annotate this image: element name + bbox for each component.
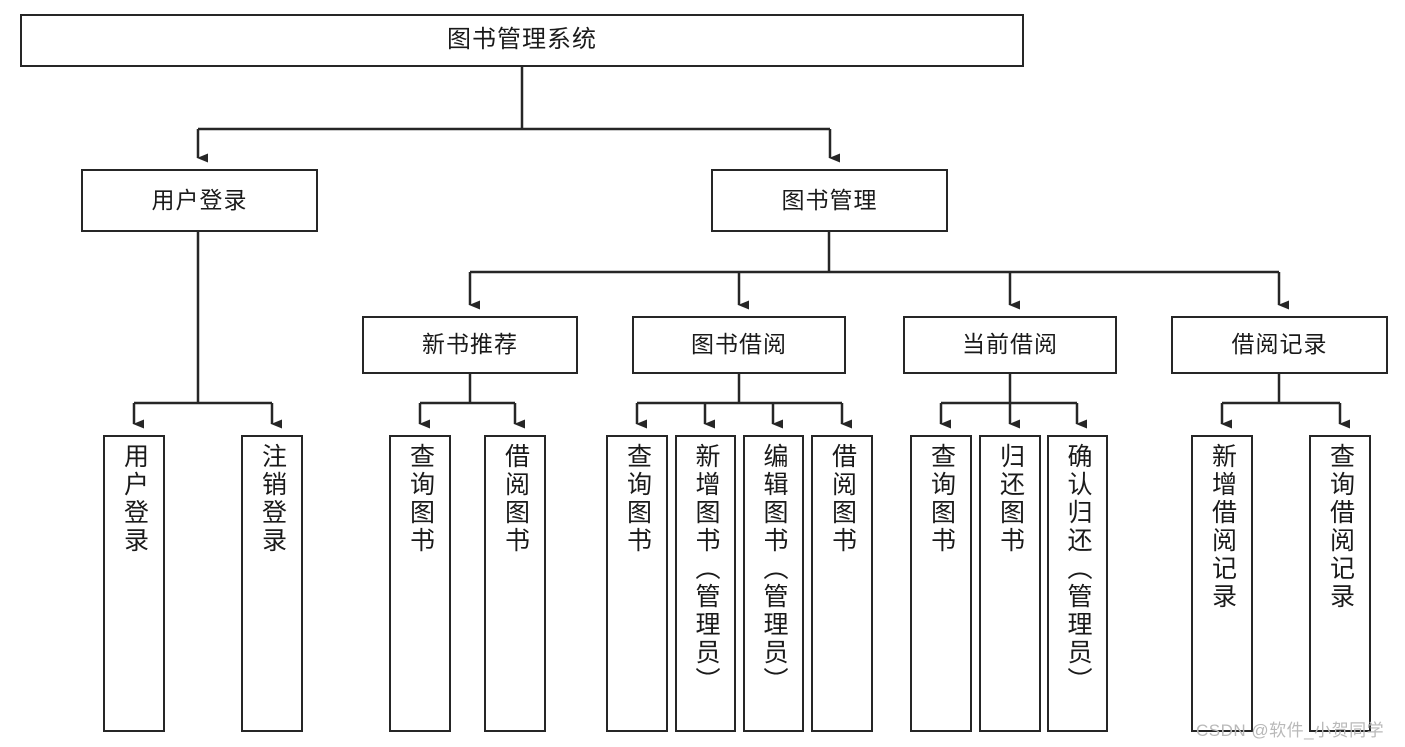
- leaf-borrow-book-1[interactable]: 借阅图书: [484, 435, 546, 732]
- leaf-query-book-3[interactable]: 查询图书: [910, 435, 972, 732]
- node-user-login-label: 用户登录: [151, 186, 248, 213]
- leaf-user-login-label: 用户登录: [120, 443, 149, 555]
- leaf-borrow-book-2[interactable]: 借阅图书: [811, 435, 873, 732]
- leaf-add-record-label: 新增借阅记录: [1208, 443, 1237, 611]
- leaf-query-record[interactable]: 查询借阅记录: [1309, 435, 1371, 732]
- node-borrow-record[interactable]: 借阅记录: [1171, 316, 1388, 374]
- leaf-add-record[interactable]: 新增借阅记录: [1191, 435, 1253, 732]
- node-current-borrow[interactable]: 当前借阅: [903, 316, 1117, 374]
- leaf-return-book[interactable]: 归还图书: [979, 435, 1041, 732]
- leaf-borrow-book-2-label: 借阅图书: [828, 443, 857, 555]
- node-new-book-rec-label: 新书推荐: [422, 331, 518, 358]
- leaf-query-record-label: 查询借阅记录: [1326, 443, 1355, 611]
- leaf-user-logout-label: 注销登录: [258, 443, 287, 555]
- node-current-borrow-label: 当前借阅: [962, 331, 1058, 358]
- node-root-label: 图书管理系统: [447, 26, 597, 54]
- node-new-book-rec[interactable]: 新书推荐: [362, 316, 578, 374]
- leaf-user-logout[interactable]: 注销登录: [241, 435, 303, 732]
- node-borrow-record-label: 借阅记录: [1231, 331, 1328, 358]
- leaf-return-book-label: 归还图书: [996, 443, 1025, 555]
- leaf-confirm-return-label: 确认归还（管理员）: [1064, 443, 1092, 695]
- leaf-query-book-3-label: 查询图书: [927, 443, 956, 555]
- node-book-borrow-label: 图书借阅: [691, 331, 787, 358]
- leaf-edit-book[interactable]: 编辑图书（管理员）: [743, 435, 804, 732]
- node-book-borrow[interactable]: 图书借阅: [632, 316, 846, 374]
- leaf-edit-book-label: 编辑图书（管理员）: [760, 443, 788, 695]
- leaf-query-book-1[interactable]: 查询图书: [389, 435, 451, 732]
- node-user-login[interactable]: 用户登录: [81, 169, 318, 232]
- node-book-manage[interactable]: 图书管理: [711, 169, 948, 232]
- leaf-query-book-2-label: 查询图书: [623, 443, 652, 555]
- leaf-borrow-book-1-label: 借阅图书: [501, 443, 530, 555]
- leaf-add-book-label: 新增图书（管理员）: [692, 443, 720, 695]
- node-book-manage-label: 图书管理: [781, 186, 878, 213]
- leaf-query-book-2[interactable]: 查询图书: [606, 435, 668, 732]
- leaf-confirm-return[interactable]: 确认归还（管理员）: [1047, 435, 1108, 732]
- node-root[interactable]: 图书管理系统: [20, 14, 1024, 67]
- leaf-add-book[interactable]: 新增图书（管理员）: [675, 435, 736, 732]
- leaf-query-book-1-label: 查询图书: [406, 443, 435, 555]
- leaf-user-login[interactable]: 用户登录: [103, 435, 165, 732]
